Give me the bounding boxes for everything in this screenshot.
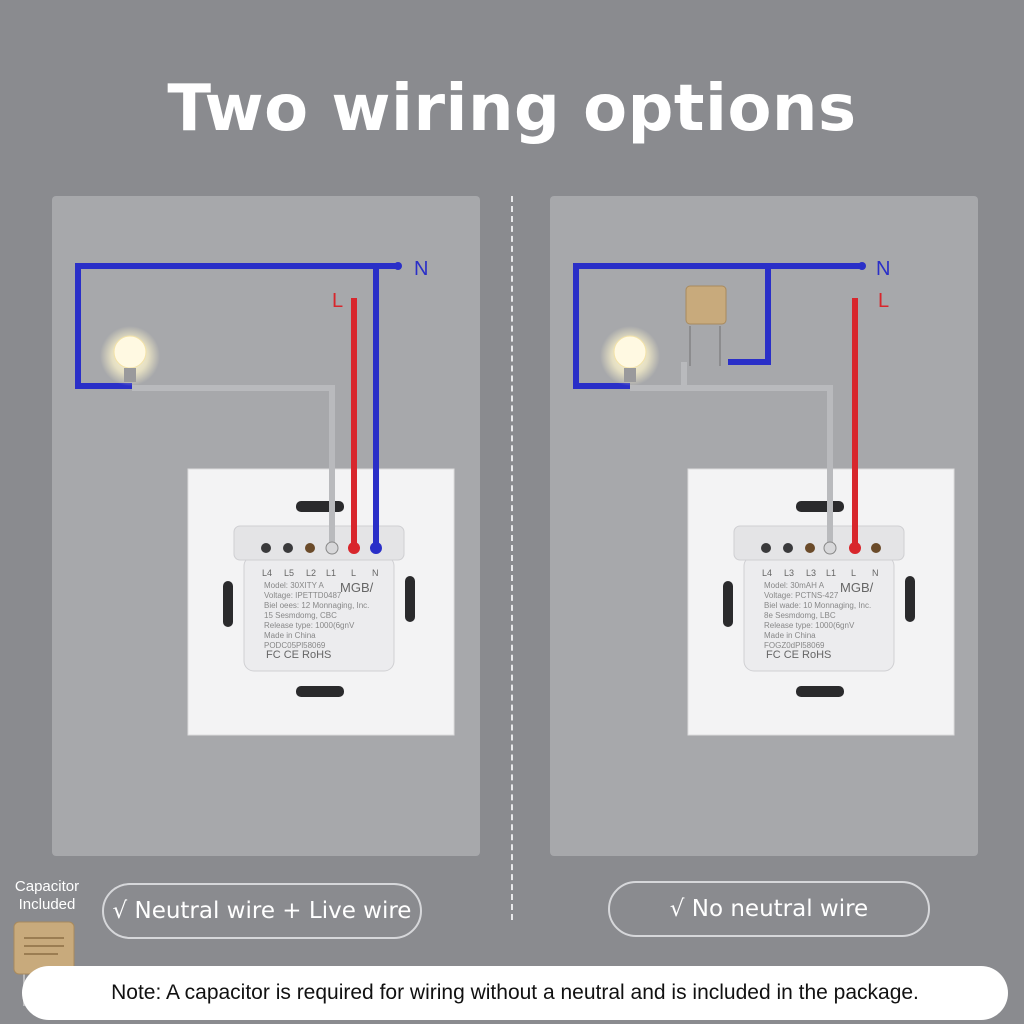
module-brand: MGB/ xyxy=(840,580,874,595)
neutral-wiring-diagram-panel: N L L4 L5 L2 L1 L N MGB/ Model: 30XITY A… xyxy=(52,196,480,856)
svg-text:Model: 30XITY A: Model: 30XITY A xyxy=(264,581,325,590)
svg-text:Voltage: PCTNS-427: Voltage: PCTNS-427 xyxy=(764,591,839,600)
capacitor-note: Note: A capacitor is required for wiring… xyxy=(22,966,1008,1020)
terminal-labels: L4 L5 L2 L1 L N xyxy=(262,568,379,578)
page-title: Two wiring options xyxy=(167,72,857,146)
no-neutral-wiring-diagram: N L L4 L3 L3 L1 L N MGB/ Model: 30mAH A … xyxy=(573,258,955,736)
capacitor-icon xyxy=(685,285,727,325)
svg-text:L1: L1 xyxy=(326,568,336,578)
svg-text:N: N xyxy=(372,568,379,578)
svg-text:Release type: 1000(6gnV: Release type: 1000(6gnV xyxy=(264,621,355,630)
neutral-wiring-diagram: N L L4 L5 L2 L1 L N MGB/ Model: 30XITY A… xyxy=(75,258,455,736)
module-spec-text: Model: 30mAH A Voltage: PCTNS-427 Biel w… xyxy=(764,581,871,650)
svg-text:L4: L4 xyxy=(762,568,772,578)
no-neutral-wiring-diagram-panel: N L L4 L3 L3 L1 L N MGB/ Model: 30mAH A … xyxy=(550,196,978,856)
live-wire-label: L xyxy=(332,290,343,312)
live-wire-label: L xyxy=(878,290,889,312)
svg-text:L: L xyxy=(851,568,856,578)
neutral-wire xyxy=(75,263,379,551)
svg-text:8e Sesmdomg, LBC: 8e Sesmdomg, LBC xyxy=(764,611,836,620)
svg-text:Biel wade: 10 Monnaging, Inc.: Biel wade: 10 Monnaging, Inc. xyxy=(764,601,871,610)
neutral-plus-live-option-label: √ Neutral wire + Live wire xyxy=(102,883,422,939)
svg-text:L4: L4 xyxy=(262,568,272,578)
capacitor-included-label: Capacitor Included xyxy=(14,878,80,913)
neutral-wire-label: N xyxy=(876,258,890,280)
load-wire xyxy=(630,385,833,548)
svg-text:PODC05Pl58069: PODC05Pl58069 xyxy=(264,641,326,650)
svg-text:15 Sesmdomg, CBC: 15 Sesmdomg, CBC xyxy=(264,611,337,620)
module-spec-text: Model: 30XITY A Voltage: IPETTD0487 Biel… xyxy=(264,581,369,650)
svg-text:Voltage: IPETTD0487: Voltage: IPETTD0487 xyxy=(264,591,342,600)
svg-text:L1: L1 xyxy=(826,568,836,578)
neutral-wire-label: N xyxy=(414,258,428,280)
svg-text:Made in China: Made in China xyxy=(764,631,816,640)
svg-text:L3: L3 xyxy=(806,568,816,578)
certification-marks: FC CE RoHS xyxy=(766,649,831,661)
panel-divider xyxy=(511,196,513,920)
load-wire xyxy=(132,385,335,548)
no-neutral-option-label: √ No neutral wire xyxy=(608,881,930,937)
svg-text:Model: 30mAH A: Model: 30mAH A xyxy=(764,581,825,590)
svg-text:Biel oees: 12 Monnaging, Inc.: Biel oees: 12 Monnaging, Inc. xyxy=(264,601,369,610)
svg-text:L2: L2 xyxy=(306,568,316,578)
svg-text:L5: L5 xyxy=(284,568,294,578)
svg-text:FOGZ0dPl58069: FOGZ0dPl58069 xyxy=(764,641,825,650)
svg-text:Made in China: Made in China xyxy=(264,631,316,640)
capacitor-wire xyxy=(728,266,771,365)
certification-marks: FC CE RoHS xyxy=(266,649,331,661)
svg-text:N: N xyxy=(872,568,879,578)
neutral-wire xyxy=(573,263,862,389)
svg-text:L3: L3 xyxy=(784,568,794,578)
terminal-labels: L4 L3 L3 L1 L N xyxy=(762,568,879,578)
svg-text:Release type: 1000(6gnV: Release type: 1000(6gnV xyxy=(764,621,855,630)
svg-text:L: L xyxy=(351,568,356,578)
module-brand: MGB/ xyxy=(340,580,374,595)
